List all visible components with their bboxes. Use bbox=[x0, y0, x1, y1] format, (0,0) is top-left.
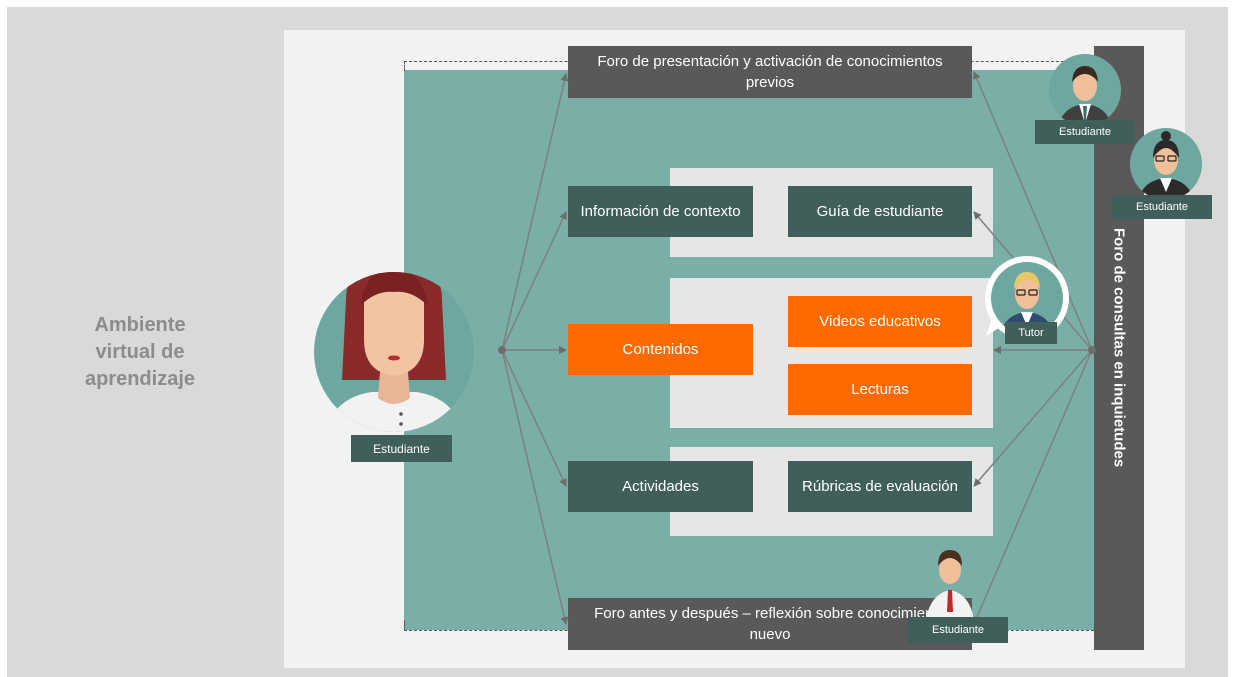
student-hub-dot bbox=[498, 346, 506, 354]
side-forum-arrows bbox=[973, 71, 1093, 625]
arrow-to-info bbox=[501, 211, 567, 351]
readings-box: Lecturas bbox=[788, 364, 972, 415]
arrow-to-forum-bottom-right bbox=[973, 349, 1093, 625]
arrow-to-activities bbox=[501, 349, 567, 487]
side-hub-dot bbox=[1088, 346, 1096, 354]
dashed-border-left-bottom bbox=[404, 620, 405, 630]
main-student-avatar bbox=[314, 272, 474, 432]
arrow-to-forum-top-right bbox=[973, 71, 1093, 351]
dashed-border-left-top bbox=[404, 61, 405, 71]
arrow-to-forum-top bbox=[501, 73, 569, 351]
label-student-top2: Estudiante bbox=[1112, 195, 1212, 219]
info-context-box: Información de contexto bbox=[568, 186, 753, 237]
student-arrows bbox=[501, 73, 569, 625]
student-avatar-top2 bbox=[1130, 128, 1202, 200]
forum-top: Foro de presentación y activación de con… bbox=[568, 46, 972, 98]
student-guide-box: Guía de estudiante bbox=[788, 186, 972, 237]
student-avatar-bottom bbox=[926, 550, 974, 620]
arrow-to-forum-bottom bbox=[501, 349, 569, 625]
arrow-to-rubrics bbox=[973, 349, 1093, 487]
label-tutor: Tutor bbox=[1005, 322, 1057, 344]
contents-box: Contenidos bbox=[568, 324, 753, 375]
student-avatar-top1 bbox=[1049, 54, 1121, 126]
rubrics-box: Rúbricas de evaluación bbox=[788, 461, 972, 512]
label-student-top1: Estudiante bbox=[1035, 120, 1135, 144]
label-main-student: Estudiante bbox=[351, 435, 452, 462]
forum-bottom: Foro antes y después – reflexión sobre c… bbox=[568, 598, 972, 650]
label-student-bottom: Estudiante bbox=[908, 617, 1008, 643]
videos-box: Videos educativos bbox=[788, 296, 972, 347]
forum-side-label-wrap: Foro de consultas en inquietudes bbox=[1094, 46, 1144, 650]
side-title: Ambiente virtual de aprendizaje bbox=[84, 314, 196, 390]
activities-box: Actividades bbox=[568, 461, 753, 512]
forum-side-label: Foro de consultas en inquietudes bbox=[1110, 228, 1128, 468]
